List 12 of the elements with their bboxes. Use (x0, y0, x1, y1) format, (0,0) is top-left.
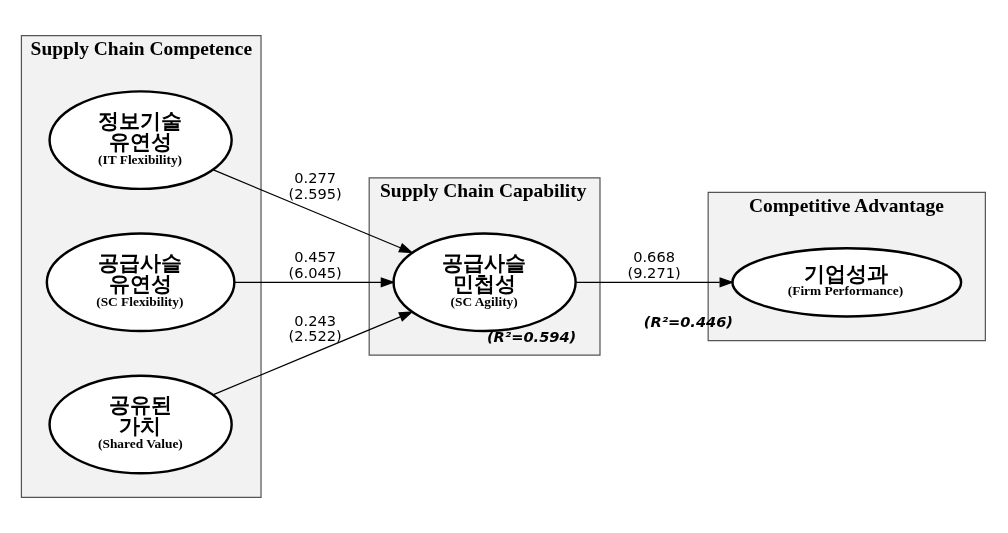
arrow (575, 277, 735, 288)
arrow (212, 311, 414, 396)
edge-label: 0.277 (2.595) (288, 169, 342, 203)
edge-label: 0.668 (9.271) (627, 248, 681, 282)
node-ellipse: 기업성과 (Firm Performance) (731, 246, 963, 318)
arrow (212, 169, 414, 254)
node-ellipse: 공급사슬 유연성 (SC Flexibility) (45, 232, 236, 333)
edge-label: 0.457 (6.045) (288, 248, 342, 282)
edge-label: 0.243 (2.522) (288, 311, 342, 345)
node-ellipse: 공유된 가치 (Shared Value) (48, 374, 233, 475)
arrow (234, 277, 396, 288)
node-ellipse: 정보기술 유연성 (IT Flexibility) (48, 90, 233, 191)
